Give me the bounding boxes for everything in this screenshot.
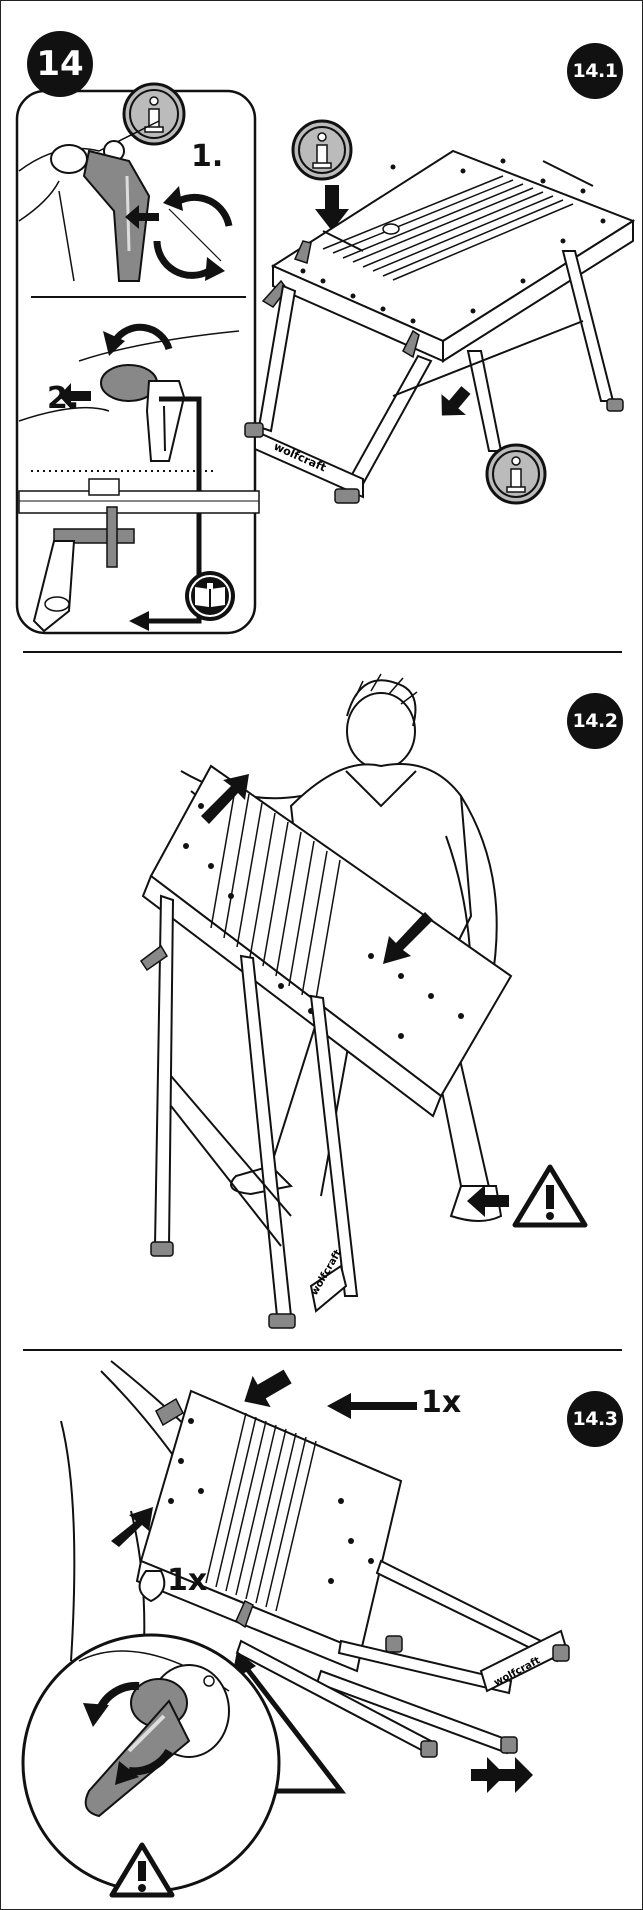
double-right-arrow-icon — [471, 1753, 539, 1797]
repeat-label-top: 1x — [421, 1385, 461, 1420]
left-arrow-icon — [467, 1185, 509, 1217]
warning-icon — [513, 1163, 587, 1229]
left-arrow-icon — [327, 1393, 417, 1419]
panel-divider — [23, 651, 622, 653]
panel-divider — [23, 1349, 622, 1351]
person-folding-workbench-illustration: wolfcraft — [141, 656, 621, 1336]
warning-icon — [109, 1841, 175, 1899]
info-icon — [483, 441, 549, 507]
manual-book-icon — [183, 569, 237, 623]
repeat-label-left: 1x — [167, 1563, 207, 1598]
inset-label-2: 2. — [47, 381, 79, 416]
rotate-arrows-icon — [149, 181, 239, 281]
workbench-illustration: wolfcraft — [263, 131, 633, 601]
inset-label-1: 1. — [191, 139, 223, 174]
